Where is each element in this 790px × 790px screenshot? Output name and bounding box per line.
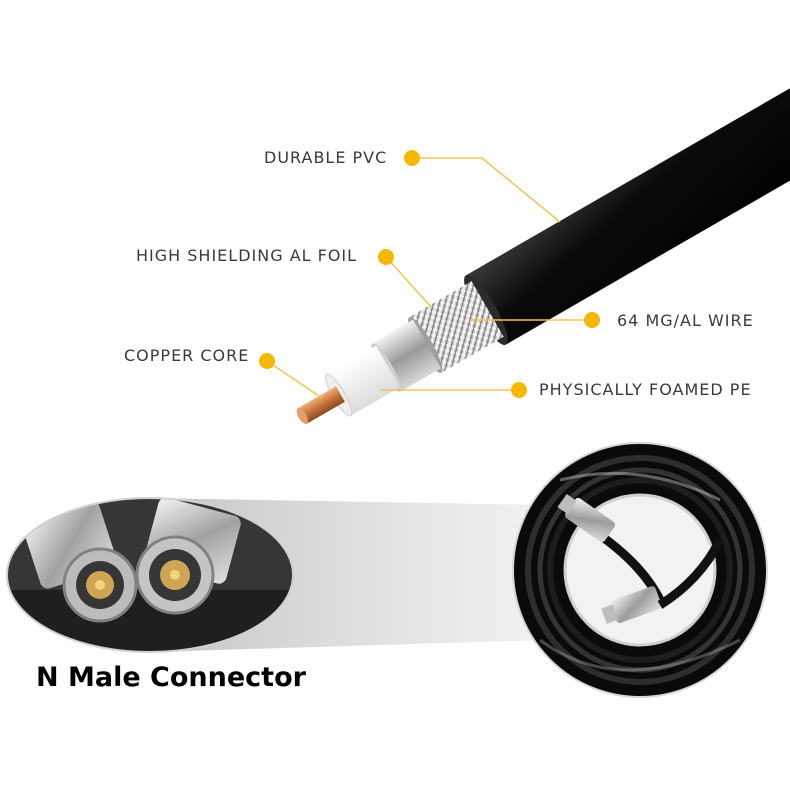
label-copper-core: COPPER CORE xyxy=(124,346,250,365)
label-al-foil: HIGH SHIELDING AL FOIL xyxy=(136,246,358,265)
callout-dots xyxy=(259,150,600,398)
cable-coil xyxy=(513,443,767,697)
label-durable-pvc: DURABLE PVC xyxy=(264,148,388,167)
coil-connector-bottom xyxy=(601,586,662,624)
copper-core xyxy=(297,386,345,424)
caption-n-male-connector: N Male Connector xyxy=(36,662,306,693)
pvc-jacket xyxy=(465,80,790,345)
n-connector-left xyxy=(23,501,138,623)
callout-dot xyxy=(259,353,275,369)
coax-cable-cutaway xyxy=(296,80,790,425)
callout-dot xyxy=(378,249,394,265)
al-foil-layer xyxy=(372,319,441,392)
callout-dot xyxy=(511,382,527,398)
label-foamed-pe: PHYSICALLY FOAMED PE xyxy=(539,380,752,399)
n-connector-right xyxy=(135,498,241,615)
callout-dot xyxy=(404,150,420,166)
coil-connector-top xyxy=(557,493,615,543)
callout-dot xyxy=(584,312,600,328)
connector-closeup xyxy=(7,498,293,652)
callout-lines xyxy=(266,157,590,399)
label-mg-al-wire: 64 MG/AL WIRE xyxy=(617,311,754,330)
